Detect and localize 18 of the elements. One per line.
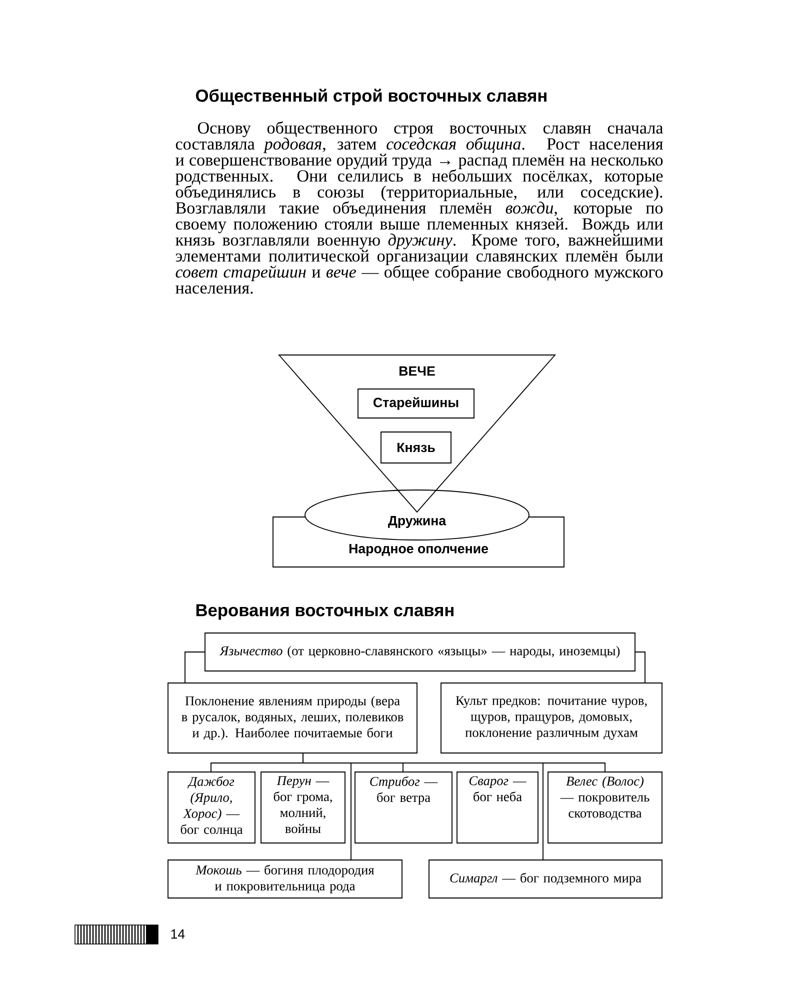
text-box: Перун — бог грома, молний, войны — [260, 772, 346, 844]
text-box: Стрибог — бог ветра — [354, 772, 452, 844]
connector-line — [635, 652, 646, 684]
paragraph: Основу общественного строя восточных славян сначала составляла родовая, затем соседская община. Рост населения и совершенствование орудий труда → распад племён на несколько родственных. Они селились в небольших посёлках, которые объединялись в союзы (территориальные, или соседские). Возглавляли такие объединения племён вожди, которые по своему положению стояли выше племенных князей. Вождь или князь возглавляли военную дружину. Кроме того, важнейшими элементами политической организации славянских племён были совет старейшин и вече — общее собрание свободного мужского населения. — [176, 121, 664, 294]
text-box: Симаргл — бог подземного мира — [428, 860, 662, 898]
label-box: Старейшины — [358, 388, 474, 418]
label-box: Князь — [380, 432, 452, 464]
page-number: 14 — [171, 929, 185, 939]
text-box: Сварог — бог неба — [456, 772, 538, 844]
text-box: Дажбог (Ярило, Хорос) — бог солнца — [168, 772, 256, 844]
heading: Общественный строй восточных славян — [196, 88, 546, 106]
text-box: Велес (Волос) — покровитель скотоводства — [548, 772, 662, 844]
text-box: Культ предков: почитание чуров, щуров, пращуров, домовых, поклонение различным духам — [440, 682, 662, 754]
text-box: Язычество (от церковно-славянского «языцы» — народы, иноземцы) — [204, 632, 636, 672]
heading: Верования восточных славян — [196, 604, 454, 620]
text-box: Мокошь — богиня плодородия и покровительница рода — [168, 860, 402, 898]
text-box: Поклонение явлениям природы (вера в русалок, водяных, леших, полевиков и др.). Наиболее почитаемые боги — [168, 682, 418, 754]
connector-line — [184, 652, 205, 684]
